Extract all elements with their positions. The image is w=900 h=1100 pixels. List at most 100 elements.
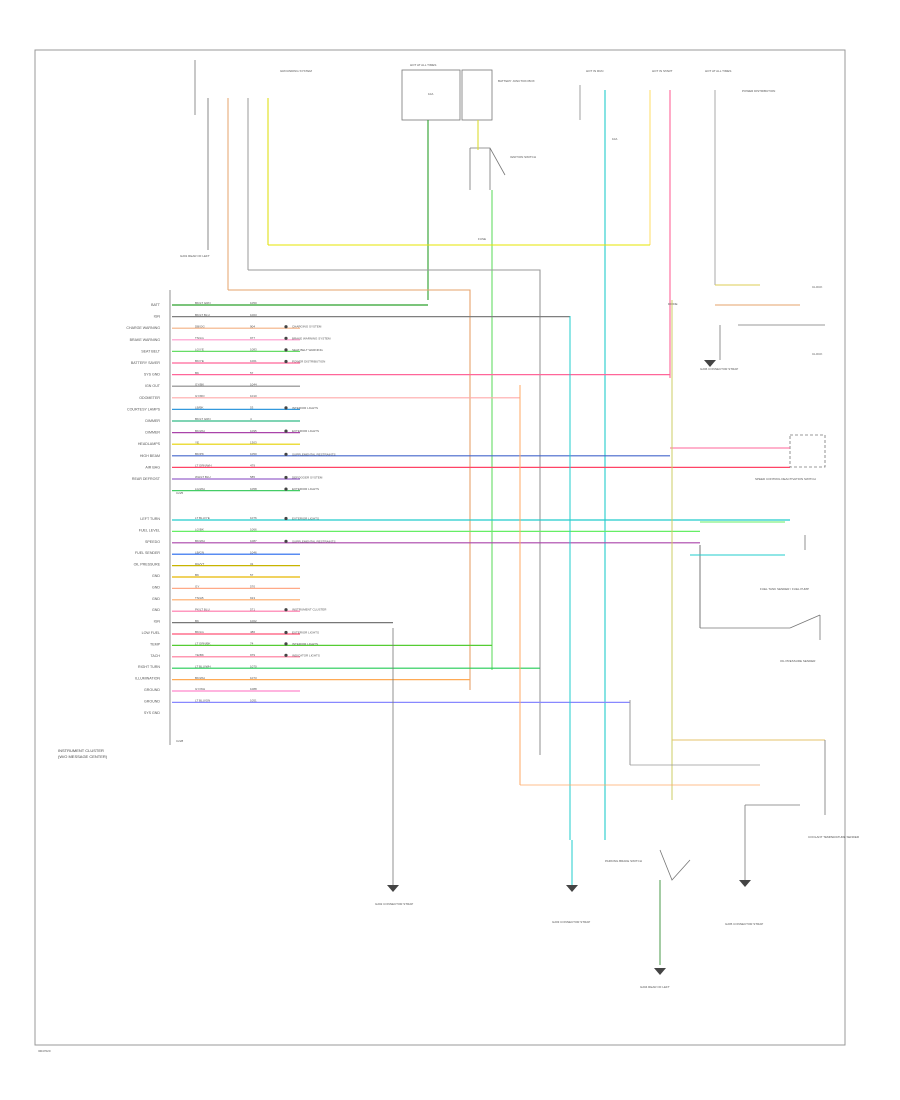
top-wire-color: LB/BK xyxy=(195,406,204,410)
top-wire-circuit: 479 xyxy=(250,464,255,468)
top-pin-label: BRAKE WARNING xyxy=(130,338,161,342)
clock-label: CLOCK xyxy=(812,285,822,289)
top-wire-color: BK/LT GRN xyxy=(195,417,211,421)
bottom-wire-color: LT BLU/GN xyxy=(195,699,210,703)
battery-junction-label: BATTERY JUNCTION BOX xyxy=(498,79,535,83)
bottom-pin-label: SPEEDO xyxy=(145,540,160,544)
coolant-temp-label: COOLANT TEMPERATURE SENDER xyxy=(808,835,860,839)
fuel-sender-label: FUEL TANK SENDER / FUEL PUMP xyxy=(760,587,809,591)
top-wire-dest: DEFOGGER SYSTEM xyxy=(292,476,323,480)
diagram-frame xyxy=(34,49,846,1046)
top-wire-color: LG/YE xyxy=(195,348,204,352)
bottom-pin-label: GND xyxy=(152,574,160,578)
bottom-wire-color: TN/LB xyxy=(195,596,204,600)
bottom-pin-label: OIL PRESSURE xyxy=(134,563,161,567)
bottom-pin-label: TACH xyxy=(150,654,160,658)
fuse-panel-4-label: HOT AT ALL TIMES xyxy=(705,69,731,73)
bottom-wire-color: BK/LG xyxy=(195,630,205,634)
top-wire-circuit: 977 xyxy=(250,336,255,340)
top-wire-circuit: 4 xyxy=(250,417,252,421)
top-pin-label: ODOMETER xyxy=(139,396,160,400)
bottom-pin-label: GROUND xyxy=(144,699,160,703)
top-pin-label: REAR DEFROST xyxy=(132,477,161,481)
bottom-wire-circuit: 31 xyxy=(250,562,254,566)
orange-run xyxy=(228,289,471,690)
ground-g3-label: G203 CONNECTOR STRAP xyxy=(552,920,590,924)
bottom-wire-color: GY xyxy=(195,585,199,589)
top-wire-dot xyxy=(284,406,288,410)
bottom-wire-color: BK xyxy=(195,573,199,577)
bottom-wire-dot xyxy=(284,516,288,521)
bottom-wire-circuit: 979 xyxy=(250,653,255,657)
cluster-title-2: (W/O MESSAGE CENTER) xyxy=(58,754,108,759)
bottom-wire-dot xyxy=(284,608,288,612)
top-pin-label: DIMMER xyxy=(145,431,160,435)
connector-c228: C228 xyxy=(176,739,184,743)
bottom-wire-dest: INTERIOR LIGHTS xyxy=(292,642,318,646)
top-wire-circuit: 53 xyxy=(250,406,254,410)
bottom-wire-circuit: 1066 xyxy=(250,528,257,532)
bottom-wire-circuit: 486 xyxy=(250,630,255,634)
top-wire-circuit: 1003 xyxy=(250,313,257,317)
top-wire-circuit: 1010 xyxy=(250,394,257,398)
top-wire-color: BK xyxy=(195,371,199,375)
top-wire-color: LG/WH xyxy=(195,487,205,491)
top-wire-circuit: 57 xyxy=(250,371,254,375)
top-pin-label: COURTESY LAMPS xyxy=(127,407,161,411)
top-left-connectors: GROUNDING SYSTEM G201 REAR OF LEFT xyxy=(180,60,312,290)
top-wire-circuit: 904 xyxy=(250,324,255,328)
g-top-left-label: G201 REAR OF LEFT xyxy=(180,254,210,258)
bottom-wire-circuit: 570 xyxy=(250,585,255,589)
top-pin-label: IGN xyxy=(154,315,161,319)
bottom-wire-dest: EXTERIOR LIGHTS xyxy=(292,517,319,521)
top-wire-circuit: 1050 xyxy=(250,452,257,456)
top-pin-label: HEADLAMPS xyxy=(138,442,161,446)
park-brake-switch: PARKING BRAKE SWITCH xyxy=(605,300,826,965)
ground-g6-label: G206 CONNECTOR STRAP xyxy=(700,367,738,371)
bottom-wire-dot xyxy=(284,653,288,657)
bottom-wire-circuit: 571 xyxy=(250,607,255,611)
top-wire-color: GY/BK xyxy=(195,382,204,386)
top-wire-dot xyxy=(284,325,288,329)
top-wire-dot xyxy=(284,336,288,340)
bottom-wire-circuit: 1051 xyxy=(250,699,257,703)
top-pin-label: CHARGE WARNING xyxy=(126,326,160,330)
top-wire-color: BK/PK xyxy=(195,452,204,456)
bottom-wire-color: BK xyxy=(195,619,199,623)
fuse-panel-3-label: HOT IN START xyxy=(652,69,673,73)
top-wire-dest: SUPPLEMENTAL RESTRAINTS xyxy=(292,452,336,456)
bottom-wire-color: LT GRN/BK xyxy=(195,642,211,646)
bottom-wire-circuit: 1046 xyxy=(250,550,257,554)
fuse-box-center: HOT AT ALL TIMES 10A BATTERY JUNCTION BO… xyxy=(401,63,536,670)
bottom-wire-circuit: 913 xyxy=(250,596,255,600)
top-wire-dot xyxy=(284,348,288,352)
bottom-pin-label: IGN xyxy=(154,620,161,624)
speed-control-switch: SPEED CONTROL DEACTIVATION SWITCH xyxy=(670,434,826,481)
bottom-pin-label: GROUND xyxy=(144,688,160,692)
bottom-wire-color: BK/WH xyxy=(195,676,205,680)
top-pin-label: BATT xyxy=(151,303,161,307)
top-wire-circuit: 1303 xyxy=(250,440,257,444)
top-wire-circuit: 585 xyxy=(250,475,255,479)
bottom-pin-label: RIGHT TURN xyxy=(138,665,160,669)
top-wire-dot xyxy=(284,452,288,456)
top-wire-dest: POWER DISTRIBUTION xyxy=(292,360,325,364)
gray-run xyxy=(248,269,541,755)
top-wire-circuit: 1095 xyxy=(250,429,257,433)
connector-c225: C225 xyxy=(176,491,184,495)
top-wire-dest: SEAT BELT WARNING xyxy=(292,348,324,352)
ground-g4-label: G204 REAR OF LEFT xyxy=(640,985,670,989)
bottom-wire-color: DG/VT xyxy=(195,562,204,566)
bottom-pin-label: ILLUMINATION xyxy=(135,677,160,681)
top-pin-label: DIMMER xyxy=(145,419,160,423)
park-brake-label: PARKING BRAKE SWITCH xyxy=(605,859,642,863)
top-wire-color: LT GRN/WH xyxy=(195,464,212,468)
top-wire-circuit: 1058 xyxy=(250,487,257,491)
ground-g5-label: G205 CONNECTOR STRAP xyxy=(725,922,763,926)
bottom-wire-color: LG/BK xyxy=(195,528,204,532)
top-wire-dest: INTERIOR LIGHTS xyxy=(292,406,318,410)
fuse-label-2: FUSE xyxy=(478,237,486,241)
top-wire-color: WH/LT BLU xyxy=(195,475,211,479)
